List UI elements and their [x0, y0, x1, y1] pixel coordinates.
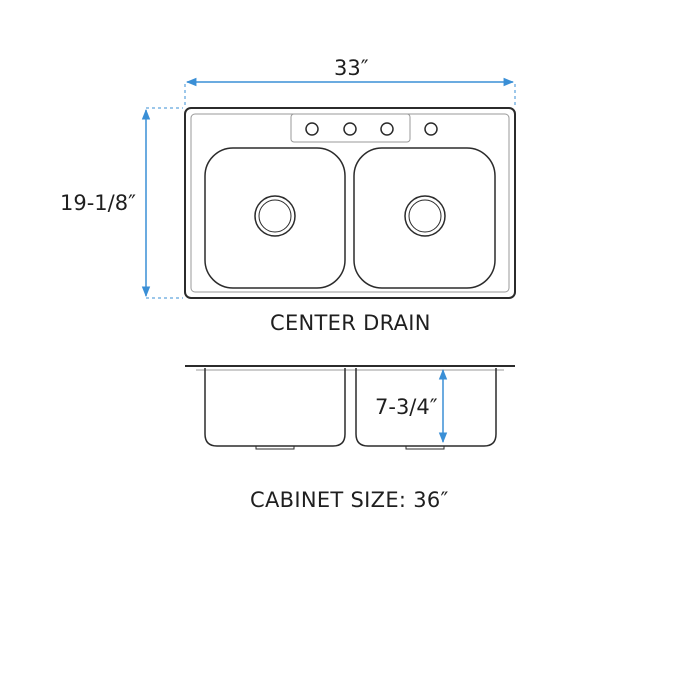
width-dimension [184, 77, 516, 106]
depth-dimension [141, 107, 183, 299]
left-drain-stub [255, 445, 295, 450]
sink-outer-rim [184, 107, 516, 299]
sink-side-view [185, 365, 515, 450]
cabinet-size-label: CABINET SIZE: 36″ [250, 488, 449, 512]
left-drain-inner [258, 199, 292, 233]
faucet-hole-3 [380, 122, 394, 136]
right-drain-stub [405, 445, 445, 450]
left-bowl [204, 147, 346, 289]
faucet-hole-1 [305, 122, 319, 136]
right-drain-inner [408, 199, 442, 233]
right-bowl [353, 147, 496, 289]
left-drain-outer [254, 195, 296, 237]
faucet-hole-4 [424, 122, 438, 136]
right-drain-outer [404, 195, 446, 237]
width-label: 33″ [334, 56, 369, 80]
faucet-deck [290, 113, 411, 143]
left-bowl-profile [204, 368, 346, 447]
faucet-hole-2 [343, 122, 357, 136]
sink-top-view [184, 107, 516, 299]
drain-position-label: CENTER DRAIN [270, 311, 431, 335]
bowl-depth-label: 7-3/4″ [375, 395, 438, 419]
sink-inner-rim [190, 113, 510, 293]
depth-label: 19-1/8″ [60, 191, 136, 215]
